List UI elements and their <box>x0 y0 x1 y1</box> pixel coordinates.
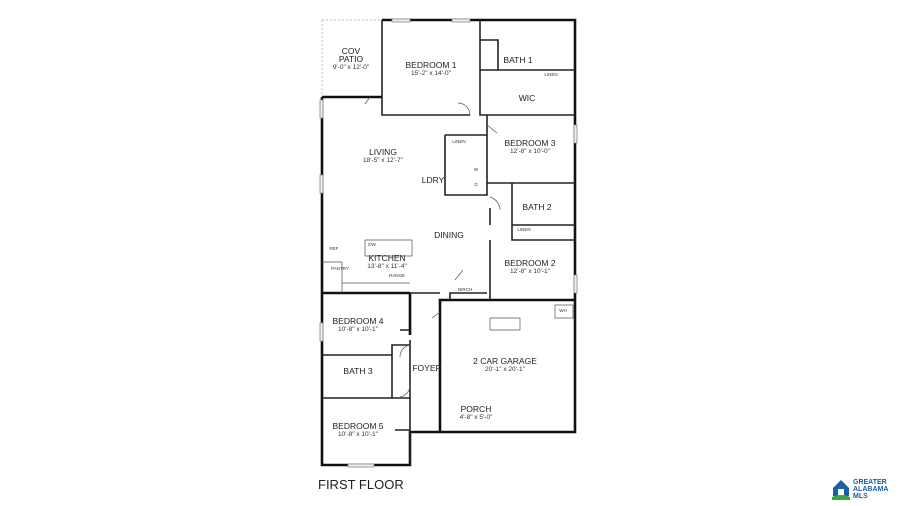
room-dims: 12'-8" x 10'-1" <box>510 268 551 275</box>
fixture-label: LINEN <box>517 227 530 232</box>
mls-logo: GREATER ALABAMA MLS <box>832 478 888 500</box>
fixture-label: LINEN <box>452 139 465 144</box>
room-label: BEDROOM 3 <box>504 138 555 148</box>
fixture-label: REF <box>330 246 339 251</box>
room-label: BATH 2 <box>522 202 551 212</box>
window <box>573 124 578 144</box>
fixture-label: D <box>474 182 478 187</box>
room-dims: 13'-8" x 11'-4" <box>367 263 407 270</box>
fixture-label: LINEN <box>544 72 557 77</box>
room-label: BATH 3 <box>343 366 372 376</box>
garage-fixtures <box>489 304 574 331</box>
room-dims: 20'-1" x 20'-1" <box>485 366 526 373</box>
room-label: KITCHEN <box>368 253 405 263</box>
room-dims: 12'-8" x 10'-0" <box>510 148 551 155</box>
window <box>347 463 375 468</box>
room-label: PORCH <box>461 404 492 414</box>
fixture-label: DW <box>368 242 376 247</box>
window <box>319 322 324 342</box>
kitchen-island <box>322 239 413 293</box>
room-dims: 18'-5" x 12'-7" <box>363 157 404 164</box>
interior-walls <box>322 20 575 465</box>
house-icon <box>832 480 850 500</box>
room-dims: 10'-8" x 10'-1" <box>338 431 379 438</box>
fixture-label: W <box>474 167 479 172</box>
window <box>391 18 411 23</box>
room-label: 2 CAR GARAGE <box>473 356 537 366</box>
room-dims: 9'-0" x 12'-0" <box>333 64 370 71</box>
cov-patio-outline <box>321 19 383 98</box>
room-dims: 4'-8" x 5'-0" <box>460 414 493 421</box>
room-label: BEDROOM 5 <box>332 421 383 431</box>
room-label: BEDROOM 2 <box>504 258 555 268</box>
logo-text: MLS <box>853 492 868 500</box>
room-label: BEDROOM 4 <box>332 316 383 326</box>
window <box>319 174 324 194</box>
room-label: WIC <box>519 93 536 103</box>
fixture-label: PANTRY <box>331 266 349 271</box>
room-label: FOYER <box>412 363 441 373</box>
fixture-label: NIRCH <box>458 287 472 292</box>
room-label: LDRY <box>422 175 445 185</box>
logo-text: ALABAMA <box>853 485 889 493</box>
fixture-label: WH <box>559 308 567 313</box>
fixture-label: RANGE <box>389 273 405 278</box>
logo-text: GREATER <box>853 478 887 486</box>
room-dims: 15'-2" x 14'-0" <box>411 70 452 77</box>
room-label: DINING <box>434 230 464 240</box>
door-swings <box>364 96 501 398</box>
room-label: BEDROOM 1 <box>405 60 456 70</box>
floor-title: FIRST FLOOR <box>318 477 404 492</box>
room-dims: 10'-8" x 10'-1" <box>338 326 379 333</box>
window <box>451 18 471 23</box>
room-label: LIVING <box>369 147 397 157</box>
room-label: COV <box>342 46 361 56</box>
window <box>573 274 578 294</box>
room-label: PATIO <box>339 54 364 64</box>
room-label: BATH 1 <box>503 55 532 65</box>
window <box>319 99 324 119</box>
